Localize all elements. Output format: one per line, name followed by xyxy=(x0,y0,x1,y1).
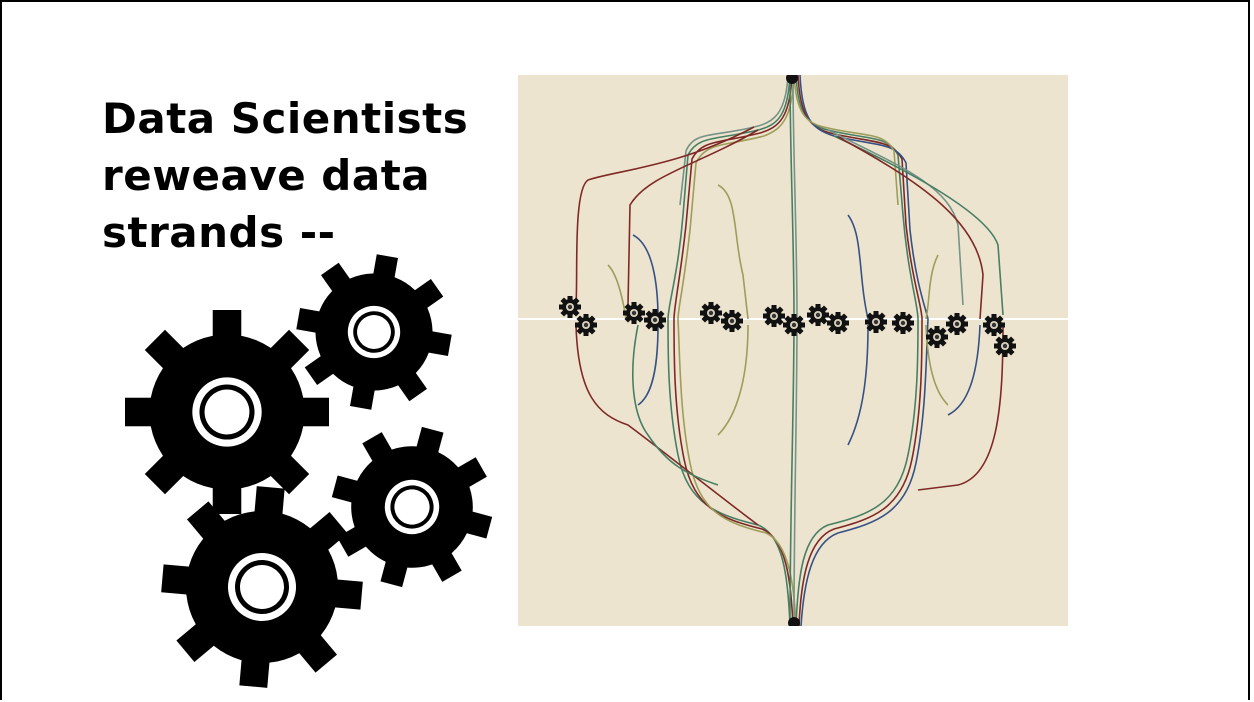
slide-title: Data Scientists reweave data strands -- xyxy=(102,90,468,261)
title-line-3: strands -- xyxy=(102,208,336,257)
gear-icon xyxy=(153,478,371,696)
gear-icon xyxy=(284,247,464,422)
title-line-2: reweave data xyxy=(102,151,431,200)
data-strands-weave-illustration xyxy=(518,75,1068,626)
gear-icon xyxy=(125,310,329,514)
title-line-1: Data Scientists xyxy=(102,94,469,143)
gear-icon xyxy=(314,409,510,605)
gears-cluster-icon xyxy=(125,247,510,696)
